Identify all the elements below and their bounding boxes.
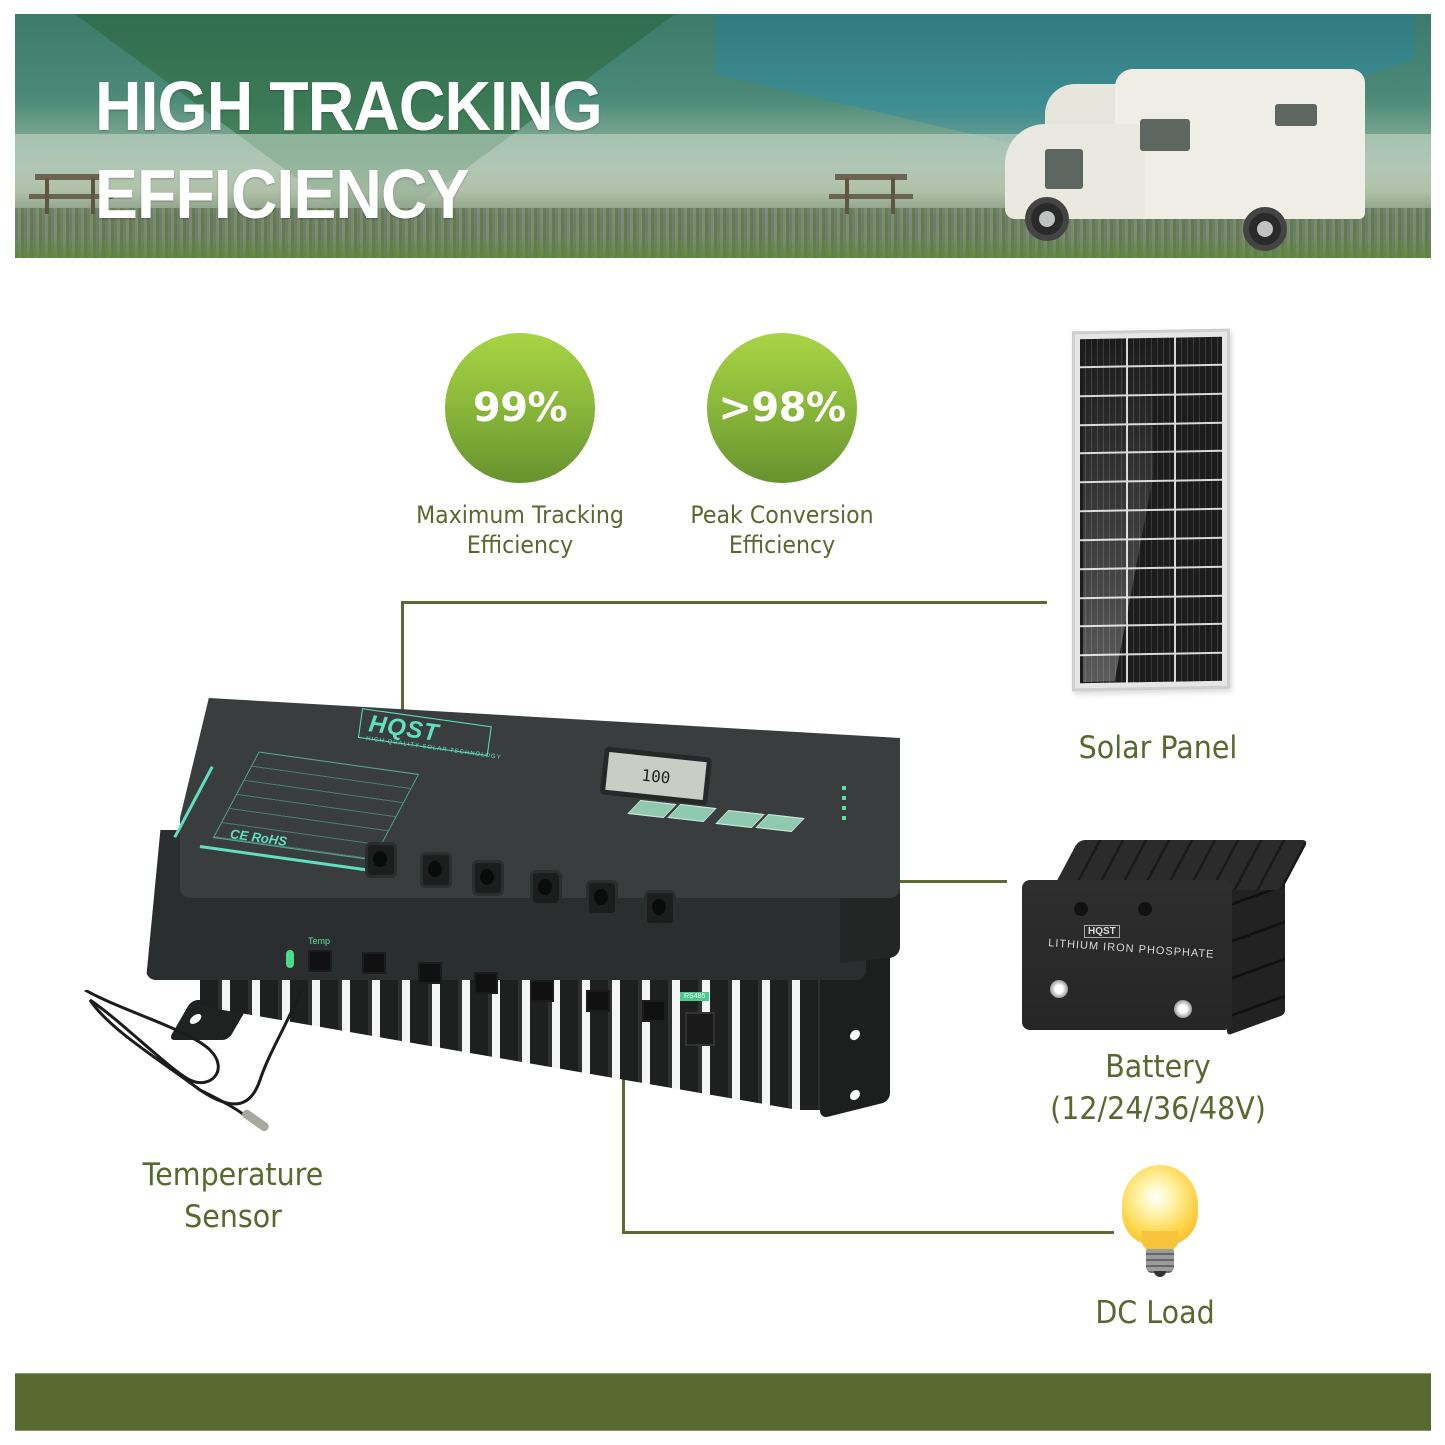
battery-positive-terminal[interactable] — [472, 860, 504, 896]
temperature-sensor-cable-image — [84, 990, 304, 1132]
stat-circle-badge: >98% — [707, 333, 857, 483]
stat-label: Peak Conversion Efficiency — [690, 501, 874, 559]
charge-controller-image: HQST HIGH QUALITY SOLAR TECHNOLOGY CE Ro… — [140, 690, 910, 1160]
stat-circle-badge: 99% — [445, 333, 595, 483]
load-port-positive — [586, 990, 610, 1012]
rv-camper-image — [1005, 69, 1365, 251]
battery-brand-logo: HQST — [1084, 925, 1120, 938]
banner-title-line1: HIGH TRACKING — [95, 67, 603, 145]
connector-line-solar — [401, 601, 1047, 604]
stat-value: >98% — [718, 385, 846, 431]
stat-value: 99% — [472, 385, 568, 431]
rs485-label: RS485 — [680, 992, 710, 1001]
solar-panel-label: Solar Panel — [1078, 730, 1238, 766]
stat-tracking-efficiency: 99% Maximum Tracking Efficiency — [380, 333, 660, 560]
solar-panel-image — [1072, 328, 1230, 692]
battery-negative-terminal — [1050, 980, 1068, 998]
load-positive-terminal[interactable] — [586, 880, 618, 916]
pv-port-negative — [418, 962, 442, 984]
light-bulb-icon — [1122, 1165, 1198, 1285]
temp-port-label: Temp — [308, 936, 331, 946]
rs485-port[interactable] — [685, 1012, 715, 1046]
banner-title-line2: EFFICIENCY — [95, 155, 470, 233]
battery-label: Battery (12/24/36/48V) — [1050, 1049, 1266, 1127]
pv-port-positive — [362, 952, 386, 974]
banner-title: HIGH TRACKING EFFICIENCY — [95, 62, 603, 238]
stat-conversion-efficiency: >98% Peak Conversion Efficiency — [642, 333, 922, 560]
battery-negative-terminal[interactable] — [530, 870, 562, 906]
pv-negative-terminal[interactable] — [420, 852, 452, 888]
connector-line-load-drop — [622, 1035, 625, 1233]
connector-line-load — [622, 1231, 1114, 1234]
load-negative-terminal[interactable] — [644, 890, 676, 926]
thermometer-icon — [286, 950, 294, 968]
dc-load-label: DC Load — [1095, 1295, 1215, 1331]
stat-label: Maximum Tracking Efficiency — [416, 501, 624, 559]
temperature-sensor-label: Temperature Sensor — [142, 1157, 324, 1235]
status-led — [842, 786, 846, 790]
battery-port-negative — [530, 980, 554, 1002]
footer-bar — [15, 1373, 1431, 1431]
battery-image: HQST LITHIUM IRON PHOSPHATE — [1022, 840, 1309, 1036]
status-led — [842, 796, 846, 800]
temp-sensor-port[interactable] — [308, 950, 332, 972]
status-led — [842, 806, 846, 810]
hero-banner: HIGH TRACKING EFFICIENCY — [15, 14, 1431, 258]
load-port-negative — [642, 1000, 666, 1022]
status-led — [842, 816, 846, 820]
battery-positive-terminal — [1174, 1000, 1192, 1018]
pv-positive-terminal[interactable] — [365, 842, 397, 878]
battery-port-positive — [474, 972, 498, 994]
